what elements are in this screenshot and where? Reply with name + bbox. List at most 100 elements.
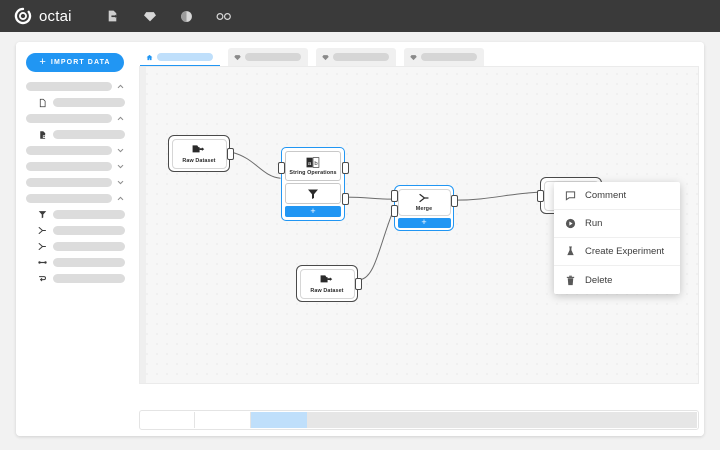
- node-string-operations[interactable]: a b String Operations: [285, 151, 341, 181]
- octai-logo-icon: [14, 7, 32, 25]
- edge-stringops-to-merge: [346, 197, 393, 199]
- node-label: Merge: [416, 206, 432, 212]
- sidebar-item[interactable]: [26, 98, 125, 107]
- diamond-icon: [322, 54, 329, 61]
- chevron-up-icon[interactable]: [116, 114, 125, 123]
- tab-home[interactable]: [140, 48, 220, 66]
- sidebar-group-label-placeholder: [26, 82, 112, 91]
- context-menu-label: Run: [585, 218, 602, 229]
- chevron-down-icon[interactable]: [116, 146, 125, 155]
- chevron-up-icon[interactable]: [116, 82, 125, 91]
- stepper-segment[interactable]: [195, 412, 251, 428]
- context-menu-label: Delete: [585, 275, 612, 286]
- node-label: Raw Dataset: [310, 288, 343, 294]
- sidebar-group-label-placeholder: [26, 114, 112, 123]
- group-port-output-2[interactable]: [342, 193, 349, 205]
- context-menu-item-run[interactable]: Run: [554, 210, 680, 238]
- group-port-output-1[interactable]: [342, 162, 349, 174]
- flask-icon: [565, 246, 576, 257]
- tab-3[interactable]: [316, 48, 396, 66]
- merge-icon: [38, 242, 47, 252]
- merge-icon: [38, 226, 47, 236]
- node-port-input-2[interactable]: [391, 205, 398, 217]
- file-export-icon[interactable]: [105, 8, 121, 24]
- sidebar-group-4[interactable]: [26, 162, 125, 171]
- brand[interactable]: octai: [14, 7, 72, 25]
- edge-rawdataset2-to-merge: [360, 211, 393, 280]
- dataset-export-icon: [320, 274, 334, 286]
- sidebar-item-label-placeholder: [53, 98, 125, 107]
- sidebar-group-1[interactable]: [26, 82, 125, 91]
- node-body: Raw Dataset: [300, 269, 355, 299]
- funnel-icon: [307, 188, 319, 200]
- document-add-icon: [38, 130, 47, 140]
- stepper-segment-empty[interactable]: [307, 412, 697, 428]
- sidebar-group-3[interactable]: [26, 146, 125, 155]
- node-port-output[interactable]: [355, 278, 362, 290]
- node-label: Raw Dataset: [182, 158, 215, 164]
- sidebar-item[interactable]: [26, 226, 125, 235]
- node-body: Raw Dataset: [172, 139, 227, 169]
- sidebar-item-label-placeholder: [53, 274, 125, 283]
- import-data-button[interactable]: + IMPORT DATA: [26, 53, 124, 72]
- node-label: String Operations: [289, 170, 336, 176]
- merge-icon: [417, 192, 431, 204]
- context-menu-item-delete[interactable]: Delete: [554, 266, 680, 294]
- link-icon: [38, 258, 47, 268]
- sidebar-item-label-placeholder: [53, 130, 125, 139]
- sidebar-item[interactable]: [26, 242, 125, 251]
- context-menu-label: Comment: [585, 190, 626, 201]
- diamond-icon: [410, 54, 417, 61]
- group-port-input[interactable]: [278, 162, 285, 174]
- diamond-icon[interactable]: [142, 8, 158, 24]
- sidebar-item[interactable]: [26, 258, 125, 267]
- node-port-output[interactable]: [451, 195, 458, 207]
- node-raw-dataset-2[interactable]: Raw Dataset: [296, 265, 358, 302]
- bottom-stepper[interactable]: [139, 410, 699, 430]
- dataset-export-icon: [192, 144, 206, 156]
- sidebar-group-label-placeholder: [26, 162, 112, 171]
- tab-2[interactable]: [228, 48, 308, 66]
- sidebar-group-6[interactable]: [26, 194, 125, 203]
- loop-icon: [38, 274, 47, 284]
- add-step-button[interactable]: +: [398, 218, 451, 227]
- sidebar-group-5[interactable]: [26, 178, 125, 187]
- tab-label-placeholder: [245, 53, 301, 61]
- canvas-area: Raw Dataset a b: [134, 66, 704, 436]
- chevron-down-icon[interactable]: [116, 162, 125, 171]
- context-menu-item-comment[interactable]: Comment: [554, 182, 680, 210]
- play-circle-icon: [565, 218, 576, 229]
- stepper-segment-selected[interactable]: [251, 412, 307, 428]
- node-filter[interactable]: [285, 183, 341, 204]
- sidebar-item-label-placeholder: [53, 242, 125, 251]
- chevron-up-icon[interactable]: [116, 194, 125, 203]
- sidebar-group-2[interactable]: [26, 114, 125, 123]
- document-icon: [38, 98, 47, 108]
- tab-label-placeholder: [157, 53, 213, 61]
- contrast-circle-icon[interactable]: [179, 8, 195, 24]
- add-step-button[interactable]: +: [285, 206, 341, 217]
- tab-4[interactable]: [404, 48, 484, 66]
- stepper-segment[interactable]: [141, 412, 195, 428]
- infinity-icon[interactable]: [216, 8, 232, 24]
- tab-bar: [134, 42, 704, 66]
- flow-canvas[interactable]: Raw Dataset a b: [139, 66, 699, 384]
- node-port-output[interactable]: [227, 148, 234, 160]
- sidebar-item[interactable]: [26, 210, 125, 219]
- brand-name: octai: [39, 8, 72, 25]
- node-merge[interactable]: Merge +: [394, 185, 454, 231]
- tab-label-placeholder: [333, 53, 389, 61]
- node-port-input-1[interactable]: [391, 190, 398, 202]
- sidebar-group-label-placeholder: [26, 194, 112, 203]
- top-bar: octai: [0, 0, 720, 32]
- chevron-down-icon[interactable]: [116, 178, 125, 187]
- node-group-string-operations[interactable]: a b String Operations +: [281, 147, 345, 221]
- context-menu-label: Create Experiment: [585, 246, 664, 257]
- sidebar-item[interactable]: [26, 274, 125, 283]
- context-menu-item-create-experiment[interactable]: Create Experiment: [554, 238, 680, 266]
- node-port-input[interactable]: [537, 190, 544, 202]
- main-pane: Raw Dataset a b: [134, 42, 704, 436]
- plus-icon: +: [39, 57, 47, 68]
- node-raw-dataset-1[interactable]: Raw Dataset: [168, 135, 230, 172]
- sidebar-item[interactable]: [26, 130, 125, 139]
